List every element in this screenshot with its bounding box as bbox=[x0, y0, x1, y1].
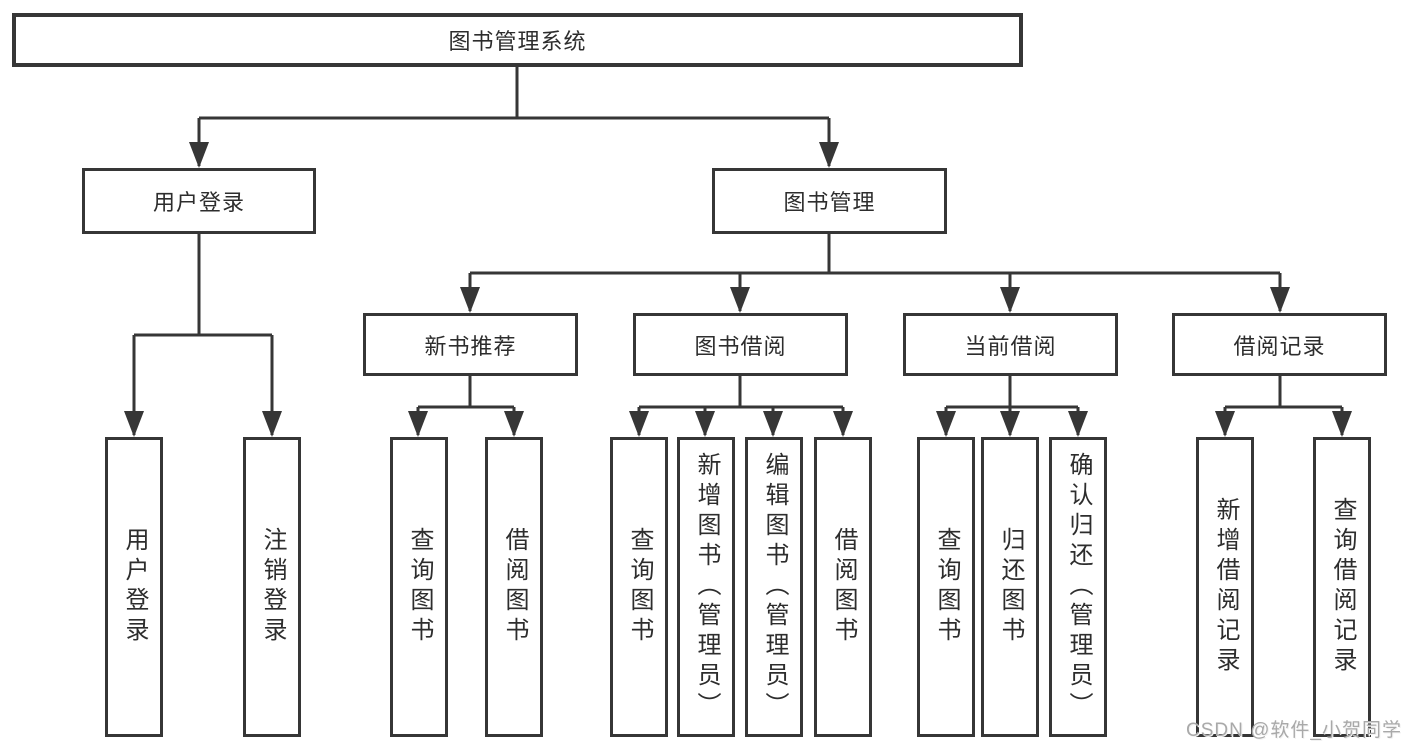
node-borrowing-records: 借阅记录 bbox=[1172, 313, 1387, 376]
leaf-records-add-record: 新增借阅记录 bbox=[1196, 437, 1254, 737]
leaf-borrowing-edit-books-admin: 编辑图书（管理员） bbox=[745, 437, 803, 737]
leaf-newbook-borrow-books: 借阅图书 bbox=[485, 437, 543, 737]
leaf-newbook-query-books: 查询图书 bbox=[390, 437, 448, 737]
leaf-current-query-books: 查询图书 bbox=[917, 437, 975, 737]
leaf-current-confirm-return-admin: 确认归还（管理员） bbox=[1049, 437, 1107, 737]
leaf-records-query-record: 查询借阅记录 bbox=[1313, 437, 1371, 737]
node-new-book-recommendation: 新书推荐 bbox=[363, 313, 578, 376]
node-book-management: 图书管理 bbox=[712, 168, 947, 234]
node-book-borrowing: 图书借阅 bbox=[633, 313, 848, 376]
node-user-login: 用户登录 bbox=[82, 168, 316, 234]
node-current-borrowing: 当前借阅 bbox=[903, 313, 1118, 376]
leaf-borrowing-query-books: 查询图书 bbox=[610, 437, 668, 737]
arrowheads bbox=[124, 142, 1352, 437]
leaf-current-return-books: 归还图书 bbox=[981, 437, 1039, 737]
leaf-logout: 注销登录 bbox=[243, 437, 301, 737]
watermark: CSDN @软件_小贺同学 bbox=[1186, 720, 1402, 741]
leaf-borrowing-borrow-books: 借阅图书 bbox=[814, 437, 872, 737]
leaf-user-login: 用户登录 bbox=[105, 437, 163, 737]
node-root: 图书管理系统 bbox=[12, 13, 1023, 67]
leaf-borrowing-add-books-admin: 新增图书（管理员） bbox=[677, 437, 735, 737]
